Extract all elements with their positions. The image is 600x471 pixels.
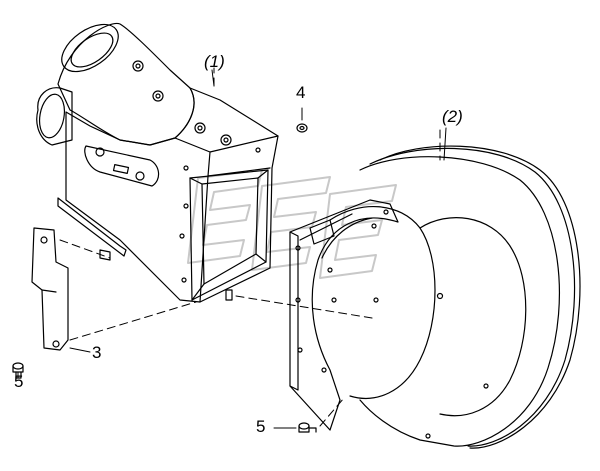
elbow-bolts — [132, 60, 232, 146]
housing-box — [65, 87, 279, 303]
ring-back — [379, 145, 581, 449]
flange-plate — [289, 199, 399, 431]
callout-part-5-right: 5 — [256, 417, 266, 436]
washer-4 — [296, 123, 308, 133]
leader-1 — [211, 69, 215, 87]
leader-3 — [69, 347, 91, 353]
leader-2 — [443, 127, 447, 161]
callout-part-5-left: 5 — [14, 372, 24, 391]
callout-part-2: (2) — [442, 107, 463, 126]
housing-rivets — [179, 147, 261, 283]
bolt-5-right — [298, 422, 317, 433]
elbow-tube — [57, 22, 195, 146]
callout-part-4: 4 — [296, 83, 306, 102]
callout-part-1: (1) — [204, 52, 225, 71]
bracket-3 — [31, 227, 69, 351]
flange-holes — [295, 209, 489, 439]
ring-inner-opening — [329, 205, 436, 399]
assembly-dash-lines — [59, 67, 441, 427]
lower-rod — [57, 197, 127, 257]
elbow-opening — [61, 23, 119, 73]
callout-part-3: 3 — [92, 343, 102, 362]
shroud-ring-assembly — [289, 145, 581, 449]
watermark-logo — [187, 169, 397, 279]
ring-front — [359, 156, 561, 447]
air-intake-housing — [36, 22, 279, 303]
side-bracket — [84, 145, 160, 187]
